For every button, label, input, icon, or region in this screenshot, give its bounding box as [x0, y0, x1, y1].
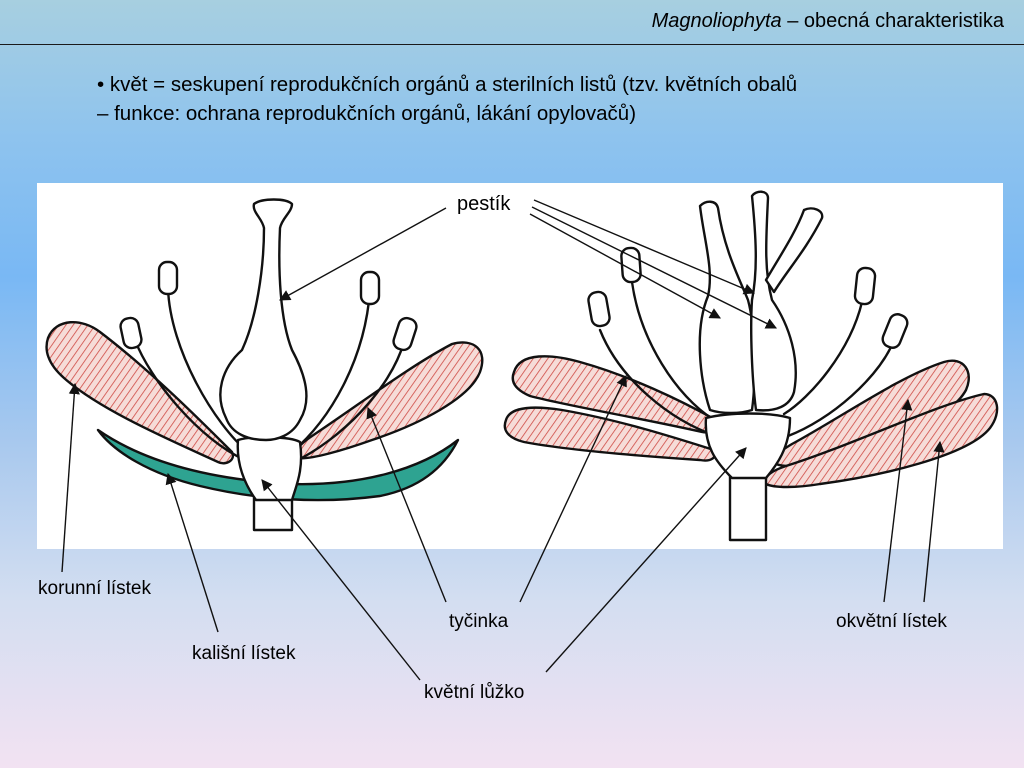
right-filament-4 [786, 334, 898, 438]
label-kvetni-lozko: květní lůžko [424, 682, 525, 703]
leader-pestik-r3 [529, 213, 721, 319]
leader-tycinka-right [519, 374, 627, 603]
right-anther-1 [587, 290, 611, 328]
right-receptacle [704, 412, 792, 480]
leader-lines [61, 199, 945, 681]
label-okvetni-listek: okvětní lístek [836, 611, 947, 632]
right-pistil-tip [764, 207, 824, 294]
leader-korunni [61, 382, 80, 573]
title-divider [0, 44, 1024, 45]
left-petal-left [45, 320, 235, 465]
label-tycinka: tyčinka [449, 611, 509, 632]
right-stem [728, 468, 768, 542]
slide-title: Magnoliophyta – obecná charakteristika [652, 10, 1004, 33]
leader-okvetni-1 [883, 398, 913, 603]
leader-tycinka-left [366, 406, 447, 603]
left-anther-4 [392, 316, 418, 352]
bullet-line-1: • květ = seskupení reprodukčních orgánů … [97, 73, 798, 96]
left-filament-2 [166, 286, 250, 454]
right-filament-2 [630, 280, 716, 422]
right-flower [503, 190, 999, 542]
leader-lozko-left [261, 479, 421, 681]
leader-pestik-left [279, 207, 447, 301]
leader-pestik-r1 [533, 199, 756, 295]
left-filament-4 [292, 340, 406, 464]
label-korunni-listek: korunní lístek [38, 578, 151, 599]
left-pistil [219, 198, 308, 442]
right-tepal-4 [764, 392, 999, 489]
bullet-line-2: – funkce: ochrana reprodukčních orgánů, … [97, 102, 637, 125]
leader-lozko-right [545, 447, 747, 673]
leader-okvetni-2 [923, 440, 945, 603]
right-tepal-2 [503, 406, 717, 462]
left-filament-3 [290, 288, 372, 454]
left-anther-3 [359, 270, 381, 306]
right-pistil-left [698, 200, 756, 415]
label-pestik: pestík [457, 193, 511, 215]
left-anther-2 [157, 260, 179, 296]
left-anther-1 [119, 316, 143, 350]
right-pistil-right [750, 190, 797, 412]
title-italic: Magnoliophyta [651, 10, 782, 32]
left-sepal [96, 428, 460, 502]
right-anther-3 [853, 266, 877, 306]
right-anther-4 [881, 313, 909, 349]
title-rest: – obecná charakteristika [781, 10, 1004, 32]
bullet-text: • květ = seskupení reprodukčních orgánů … [97, 70, 997, 128]
left-flower [45, 198, 484, 532]
leader-kalisni [165, 472, 219, 633]
right-filament-1 [598, 328, 718, 438]
left-filament-1 [133, 338, 247, 462]
left-petal-right [294, 341, 484, 460]
leader-pestik-r2 [531, 206, 778, 329]
right-filament-3 [782, 300, 864, 416]
right-anther-2 [620, 246, 642, 284]
label-kalisni-listek: kališní lístek [192, 643, 296, 664]
